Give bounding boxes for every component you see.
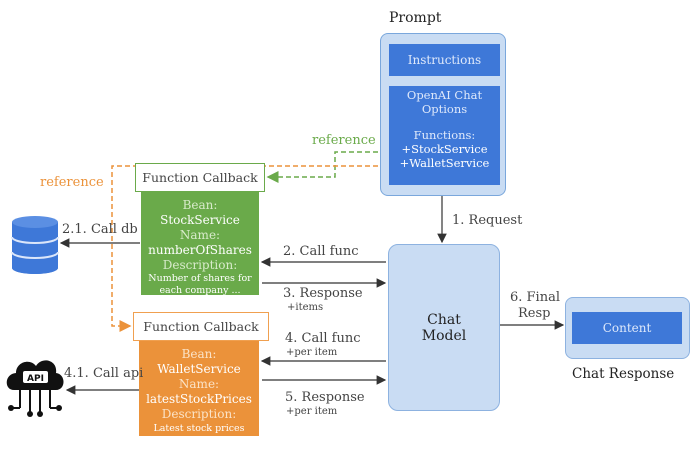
function-1-name: StockService	[411, 142, 488, 156]
chat-model-line-2: Model	[421, 327, 467, 344]
bean-value: StockService	[160, 213, 240, 227]
chat-model-line-1: Chat	[427, 311, 461, 328]
response-5-sub-label: +per item	[286, 406, 338, 417]
call-func-4-label: 4. Call func	[285, 331, 361, 346]
description-label: Description:	[161, 407, 237, 421]
prompt-title: Prompt	[389, 10, 442, 26]
response-sub-label: +items	[287, 302, 324, 313]
call-func-label: 2. Call func	[283, 244, 359, 259]
response-label: 3. Response	[283, 286, 363, 301]
function-2-name: WalletService	[409, 156, 490, 170]
function-callback-header-1: Function Callback	[135, 163, 265, 192]
call-api-label: 4.1. Call api	[64, 366, 144, 381]
stock-service-card: Bean: StockService Name: numberOfShares …	[141, 192, 259, 296]
database-icon	[11, 216, 59, 274]
call-db-label: 2.1. Call db	[62, 222, 138, 237]
functions-label: Functions:	[413, 128, 476, 142]
bean-value: WalletService	[157, 362, 241, 376]
request-label: 1. Request	[452, 213, 523, 228]
svg-text:API: API	[27, 374, 44, 384]
call-func-4-sub-label: +per item	[286, 347, 338, 358]
content-box: Content	[572, 312, 682, 344]
reference-green-label: reference	[312, 133, 376, 148]
description-label: Description:	[162, 258, 238, 272]
wallet-service-card: Bean: WalletService Name: latestStockPri…	[139, 341, 259, 436]
instructions-box: Instructions	[389, 44, 500, 76]
description-line-1: Latest stock prices	[153, 423, 245, 434]
description-line-1: Number of shares for	[148, 273, 252, 284]
name-value: latestStockPrices	[146, 392, 252, 406]
bean-label: Bean:	[181, 347, 217, 361]
chat-response-title: Chat Response	[572, 366, 675, 382]
response-5-label: 5. Response	[285, 390, 365, 405]
function-1-label: +StockService	[401, 142, 488, 156]
options-box: OpenAI Chat Options Functions: +StockSer…	[389, 86, 500, 185]
final-resp-label-2: Resp	[518, 306, 551, 321]
reference-orange-label: reference	[40, 175, 104, 190]
options-line-1: OpenAI Chat	[406, 88, 483, 102]
name-label: Name:	[178, 377, 220, 391]
function-2-label: +WalletService	[399, 156, 490, 170]
final-resp-label-1: 6. Final	[510, 290, 560, 305]
bean-label: Bean:	[182, 198, 218, 212]
function-callback-header-2: Function Callback	[133, 312, 269, 341]
api-cloud-icon: API	[6, 360, 64, 417]
name-label: Name:	[179, 228, 221, 242]
description-line-2: each company ...	[159, 285, 241, 296]
options-line-2: Options	[421, 102, 468, 116]
chat-model-box: Chat Model	[388, 244, 500, 411]
reference-green-arrow	[266, 151, 402, 183]
name-value: numberOfShares	[148, 243, 252, 257]
